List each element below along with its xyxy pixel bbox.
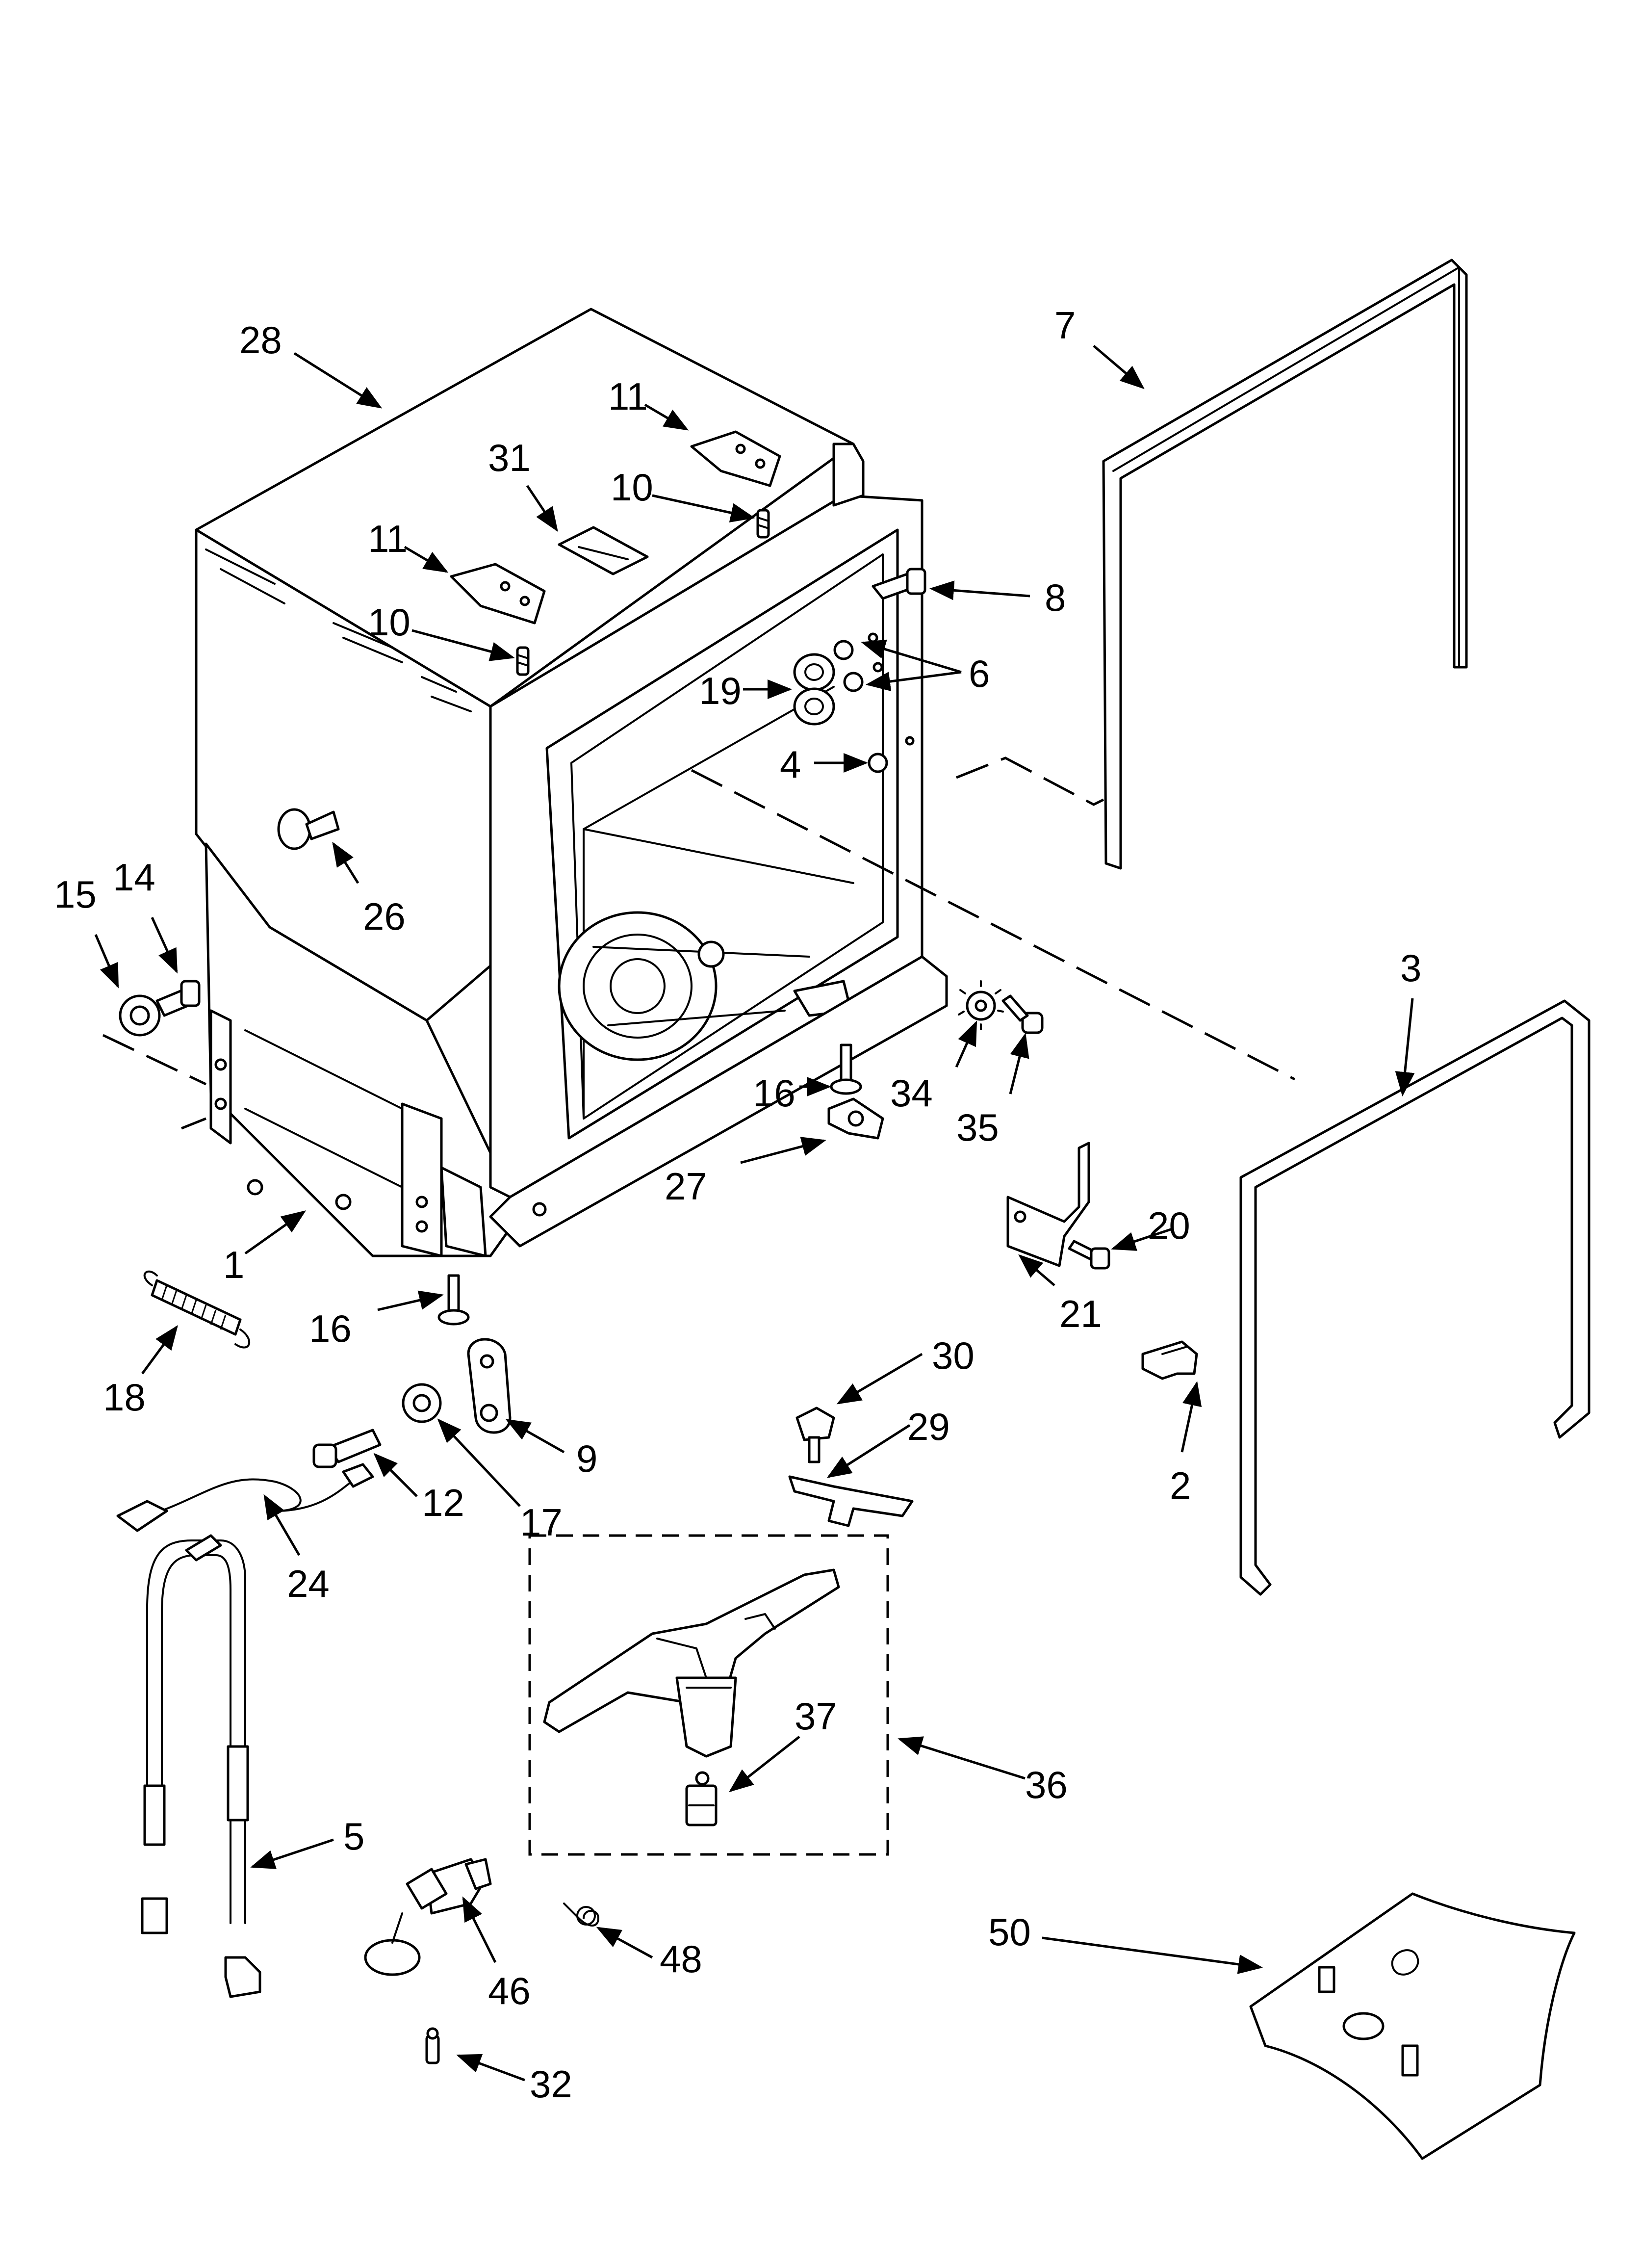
plug-26 (277, 808, 340, 850)
callout-label: 9 (576, 1437, 597, 1480)
hinge-bracket-11-lower (450, 563, 546, 625)
callout-label: 21 (1059, 1292, 1102, 1335)
screw-14 (155, 980, 201, 1017)
callout-label: 20 (1148, 1204, 1190, 1247)
callout-label: 7 (1054, 304, 1076, 347)
tub-assembly (195, 308, 948, 1257)
leveling-leg-16-upper (830, 1043, 862, 1095)
callout-label: 37 (795, 1694, 837, 1738)
tub-reference-line (691, 769, 1296, 1081)
callout-label: 10 (368, 600, 410, 644)
callout-label: 1 (223, 1243, 244, 1286)
parts-bag-50 (1249, 1892, 1576, 2160)
screw-32 (425, 2027, 440, 2064)
callout-label: 10 (611, 466, 653, 509)
side-reference-line-2 (181, 1117, 206, 1130)
callout-label: 6 (969, 652, 990, 695)
callout-label: 5 (343, 1815, 364, 1858)
callout-label: 31 (488, 436, 531, 479)
callout-label: 16 (309, 1307, 352, 1350)
ground-wire-24 (116, 1463, 374, 1532)
spray-arm-support-36 (543, 1568, 840, 1758)
callout-label: 8 (1045, 576, 1066, 619)
screw-8 (872, 568, 926, 600)
callout-label: 30 (932, 1334, 975, 1377)
callout-label: 14 (113, 856, 155, 899)
callout-label: 35 (956, 1106, 999, 1149)
bracket-29 (788, 1475, 914, 1527)
switch-30 (795, 1407, 835, 1463)
side-reference-line (102, 1034, 207, 1086)
callout-label: 19 (699, 669, 742, 712)
callout-label: 18 (103, 1376, 146, 1419)
callout-label: 32 (530, 2062, 572, 2106)
callout-label: 36 (1025, 1763, 1068, 1806)
leveling-leg-16-lower (437, 1274, 470, 1326)
callout-label: 16 (753, 1071, 795, 1115)
callout-label: 46 (488, 1969, 531, 2012)
assembly-box-36 (528, 1534, 889, 1856)
callout-label: 3 (1400, 946, 1421, 990)
callout-leaders (94, 345, 1415, 2082)
callout-label: 17 (520, 1501, 563, 1544)
screw-35 (1001, 994, 1044, 1034)
seal-reference-line (956, 756, 1104, 806)
nut-15 (119, 994, 161, 1037)
valve-37 (685, 1771, 718, 1826)
callout-label: 4 (780, 743, 801, 786)
fastener-4 (868, 736, 915, 773)
callout-label: 26 (363, 895, 406, 938)
callout-label: 48 (660, 1937, 702, 1981)
bracket-27 (827, 1097, 884, 1140)
callout-label: 28 (239, 318, 282, 362)
callout-label: 15 (54, 873, 97, 916)
spring-18 (143, 1270, 250, 1349)
callout-label: 11 (608, 375, 648, 418)
callout-label: 29 (907, 1405, 950, 1448)
callout-label: 11 (368, 517, 408, 560)
bolt-12 (312, 1429, 382, 1468)
seal-7 (1102, 259, 1468, 870)
screw-20 (1068, 1240, 1110, 1270)
cam-9 (467, 1338, 512, 1434)
callout-label: 12 (422, 1481, 464, 1524)
pulley-17 (402, 1383, 442, 1423)
callout-label: 2 (1170, 1464, 1191, 1507)
screw-10-lower (516, 646, 530, 676)
gear-34 (958, 980, 1004, 1030)
callout-label: 34 (890, 1071, 933, 1115)
callout-labels: 28 11 31 10 11 10 7 8 6 19 4 15 14 26 3 … (54, 304, 1421, 2106)
clamp-48 (563, 1903, 599, 1927)
gasket-3 (1239, 999, 1591, 1596)
hinge-bracket-11-upper (690, 430, 781, 487)
screw-10-upper (756, 509, 770, 539)
callout-label: 24 (287, 1562, 330, 1605)
rollers-19 (793, 653, 835, 726)
clip-2 (1141, 1340, 1198, 1380)
callout-label: 27 (665, 1165, 707, 1208)
callout-label: 50 (988, 1910, 1031, 1954)
clip-31 (558, 526, 649, 575)
fill-hose-5 (141, 1534, 261, 1998)
